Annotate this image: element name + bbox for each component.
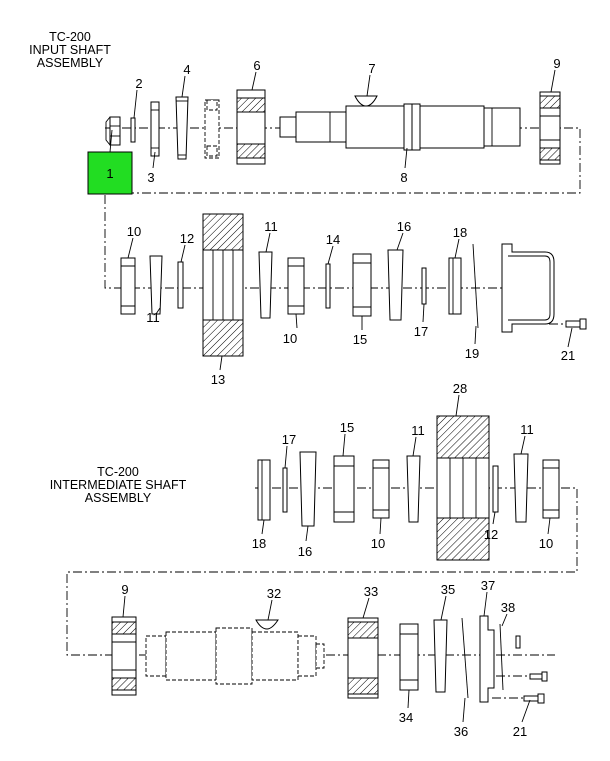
part-11-bearing-cup-c[interactable]: [406, 455, 421, 523]
callout-34[interactable]: 34: [399, 710, 413, 725]
part-7-key[interactable]: [354, 95, 378, 107]
highlighted-part-1-callout[interactable]: 1: [87, 129, 133, 195]
callout-9-intermediate[interactable]: 9: [121, 582, 128, 597]
callout-18-a[interactable]: 18: [453, 225, 467, 240]
callout-8[interactable]: 8: [400, 170, 407, 185]
part-intermediate-shaft-hidden: [145, 627, 325, 685]
part-18-ring-b[interactable]: [257, 459, 271, 521]
callout-4[interactable]: 4: [183, 62, 190, 77]
callout-16-b[interactable]: 16: [298, 544, 312, 559]
callout-1-label: 1: [106, 166, 113, 181]
callout-17-a[interactable]: 17: [414, 324, 428, 339]
part-37-cover[interactable]: [479, 615, 495, 703]
part-10-bearing-cone-b[interactable]: [287, 257, 305, 315]
part-35-bearing-cup[interactable]: [433, 619, 448, 693]
intermediate-shaft-title: TC-200 INTERMEDIATE SHAFT ASSEMBLY: [50, 465, 187, 505]
part-10-bearing-cone-c[interactable]: [372, 459, 390, 519]
part-11-bearing-cup-d[interactable]: [513, 453, 529, 523]
part-9-gear[interactable]: [539, 91, 561, 165]
part-36-gasket[interactable]: [461, 617, 469, 699]
callout-21-b[interactable]: 21: [513, 724, 527, 739]
callout-15-a[interactable]: 15: [353, 332, 367, 347]
callout-35[interactable]: 35: [441, 582, 455, 597]
callout-12-b[interactable]: 12: [484, 527, 498, 542]
part-16-bearing-cup-b[interactable]: [299, 451, 317, 527]
part-3-plate[interactable]: [150, 101, 160, 157]
part-11-bearing-cup-a[interactable]: [149, 255, 163, 315]
part-capscrew-c[interactable]: [496, 635, 548, 682]
callout-11-e[interactable]: 11: [520, 422, 534, 437]
callout-15-b[interactable]: 15: [340, 420, 354, 435]
input-shaft-centerline: [104, 127, 581, 289]
callout-6[interactable]: 6: [253, 58, 260, 73]
part-12-spacer-b[interactable]: [492, 465, 499, 513]
callout-18-b[interactable]: 18: [252, 536, 266, 551]
callout-2[interactable]: 2: [135, 76, 142, 91]
callout-32[interactable]: 32: [267, 586, 281, 601]
callout-numbers: 2 3 4 6 7 8 9 10 11 12 11 10 14 16 18 13…: [121, 56, 575, 739]
part-34-bearing-cone[interactable]: [399, 623, 419, 691]
part-11-bearing-cup-b[interactable]: [258, 251, 273, 319]
part-15-bearing-cone-b[interactable]: [333, 455, 355, 523]
callout-16-a[interactable]: 16: [397, 219, 411, 234]
part-17-washer-b[interactable]: [282, 467, 288, 513]
part-16-bearing-cup[interactable]: [387, 249, 404, 321]
intermediate-title-line-1: TC-200: [97, 465, 139, 479]
part-33-gear[interactable]: [347, 617, 379, 699]
part-9-gear-b[interactable]: [111, 616, 137, 696]
part-4-bearing-cup[interactable]: [175, 96, 189, 160]
callout-11-b[interactable]: 11: [264, 219, 278, 234]
part-2-washer[interactable]: [130, 117, 136, 143]
callout-19[interactable]: 19: [465, 346, 479, 361]
part-13-gear[interactable]: [202, 213, 244, 357]
part-32-key[interactable]: [255, 619, 279, 630]
part-15-bearing-cone[interactable]: [352, 253, 372, 317]
part-20-bearing-cover[interactable]: [501, 243, 555, 333]
part-bearing-cone-hidden: [204, 99, 220, 159]
callout-leaders: [122, 69, 573, 723]
callout-7[interactable]: 7: [368, 61, 375, 76]
part-18-ring[interactable]: [448, 257, 462, 315]
callout-10-b[interactable]: 10: [283, 331, 297, 346]
callout-33[interactable]: 33: [364, 584, 378, 599]
callout-9-input[interactable]: 9: [553, 56, 560, 71]
callout-21-a[interactable]: 21: [561, 348, 575, 363]
callout-13[interactable]: 13: [211, 372, 225, 387]
input-title-line-3: ASSEMBLY: [37, 56, 104, 70]
callout-10-c[interactable]: 10: [371, 536, 385, 551]
part-10-bearing-cone-d[interactable]: [542, 459, 560, 519]
part-38-gasket[interactable]: [499, 623, 504, 691]
callout-14[interactable]: 14: [326, 232, 340, 247]
callout-17-b[interactable]: 17: [282, 432, 296, 447]
callout-28[interactable]: 28: [453, 381, 467, 396]
part-19-gasket[interactable]: [472, 243, 479, 329]
part-28-gear[interactable]: [436, 415, 490, 561]
callout-10-a[interactable]: 10: [127, 224, 141, 239]
part-10-bearing-cone-a[interactable]: [120, 257, 136, 315]
callout-3[interactable]: 3: [147, 170, 154, 185]
intermediate-title-line-3: ASSEMBLY: [85, 491, 152, 505]
input-shaft-title: TC-200 INPUT SHAFT ASSEMBLY: [29, 30, 111, 70]
part-8-input-shaft[interactable]: [279, 103, 521, 151]
callout-11-a[interactable]: 11: [146, 310, 160, 325]
part-21-capscrew-a[interactable]: [515, 318, 587, 330]
part-6-gear[interactable]: [236, 89, 266, 165]
part-1-nut[interactable]: [105, 116, 121, 146]
input-title-line-2: INPUT SHAFT: [29, 43, 111, 57]
callout-12-a[interactable]: 12: [180, 231, 194, 246]
part-12-spacer-a[interactable]: [177, 261, 184, 309]
part-17-washer[interactable]: [421, 267, 427, 305]
part-21-capscrew-b[interactable]: [492, 693, 545, 704]
callout-38[interactable]: 38: [501, 600, 515, 615]
intermediate-title-line-2: INTERMEDIATE SHAFT: [50, 478, 187, 492]
input-title-line-1: TC-200: [49, 30, 91, 44]
callout-10-d[interactable]: 10: [539, 536, 553, 551]
callout-36[interactable]: 36: [454, 724, 468, 739]
callout-37[interactable]: 37: [481, 578, 495, 593]
callout-11-d[interactable]: 11: [411, 423, 425, 438]
part-14-shim[interactable]: [325, 263, 331, 309]
